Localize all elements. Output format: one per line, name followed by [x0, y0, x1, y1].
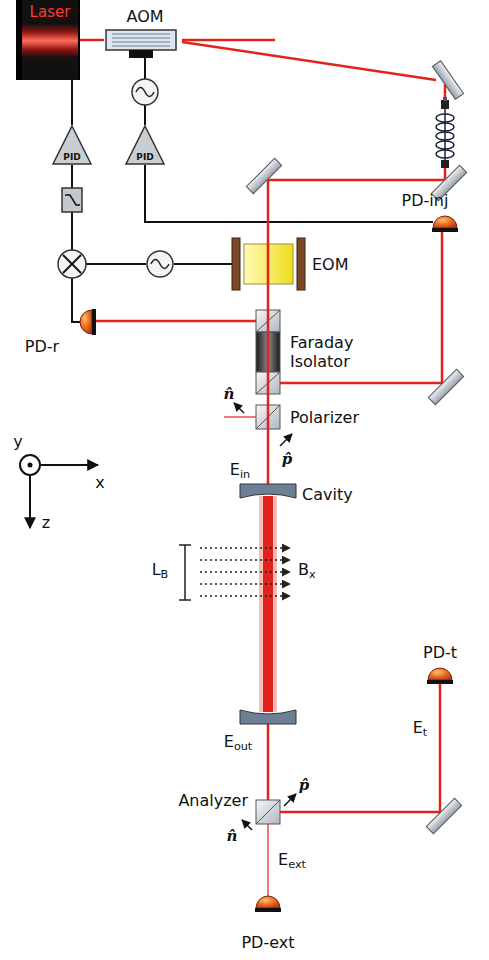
- lowpass-filter: [62, 188, 82, 212]
- polarization-vector: n̂: [227, 827, 238, 846]
- oscillator-symbol: [132, 79, 173, 277]
- field-label: Eext: [278, 850, 306, 874]
- pid-label: PID: [63, 152, 80, 165]
- fiber-winding: [436, 114, 454, 122]
- photodiode: [80, 216, 458, 912]
- detector-label: PD-t: [423, 643, 457, 662]
- cavity: [240, 484, 296, 724]
- detector-label: PD-ext: [241, 933, 294, 952]
- axis-label: y: [13, 432, 22, 451]
- fiber-winding: [436, 123, 454, 131]
- component-label: Polarizer: [290, 408, 359, 427]
- fiber-winding: [436, 132, 454, 140]
- laser-beam: [96, 168, 445, 812]
- pid-amplifier: PID: [125, 125, 165, 165]
- signal-wire: [71, 80, 73, 125]
- component-label: AOM: [104, 8, 186, 26]
- pid-amplifier: PID: [52, 125, 92, 165]
- laser-beam: [182, 40, 445, 100]
- axis-label: z: [42, 513, 50, 532]
- fiber-winding: [436, 141, 454, 149]
- axis-label: x: [95, 473, 104, 492]
- field-label: Et: [413, 718, 428, 742]
- detector-label: PD-r: [25, 337, 59, 356]
- axes: [20, 455, 98, 528]
- magnetic-field: [179, 545, 290, 600]
- analyzer-cube: [256, 800, 280, 824]
- polarization-vector: n̂: [224, 385, 235, 404]
- component-label: Cavity: [302, 485, 353, 504]
- detector-label: PD-inj: [402, 191, 449, 210]
- laser-box: Laser: [16, 0, 80, 80]
- length-label: LB: [152, 560, 169, 584]
- polarization-vector: p̂: [299, 776, 310, 795]
- polarization-vector: p̂: [282, 450, 293, 469]
- polarization-arrow: [234, 403, 296, 830]
- optical-fiber: [436, 97, 454, 168]
- component-label: Laser: [22, 0, 78, 21]
- mirror: [246, 61, 466, 834]
- laser-beam: [80, 39, 104, 42]
- component-label: Analyzer: [178, 791, 248, 810]
- component-label: Faraday Isolator: [290, 333, 364, 371]
- component-label: EOM: [312, 255, 349, 274]
- pid-label: PID: [136, 152, 153, 165]
- field-label: Ein: [230, 460, 250, 484]
- mixer-symbol: [58, 250, 86, 278]
- field-label: Eout: [224, 732, 252, 756]
- fiber-winding: [436, 150, 454, 158]
- aom-box: AOM: [104, 8, 186, 58]
- field-label: Bx: [298, 560, 316, 584]
